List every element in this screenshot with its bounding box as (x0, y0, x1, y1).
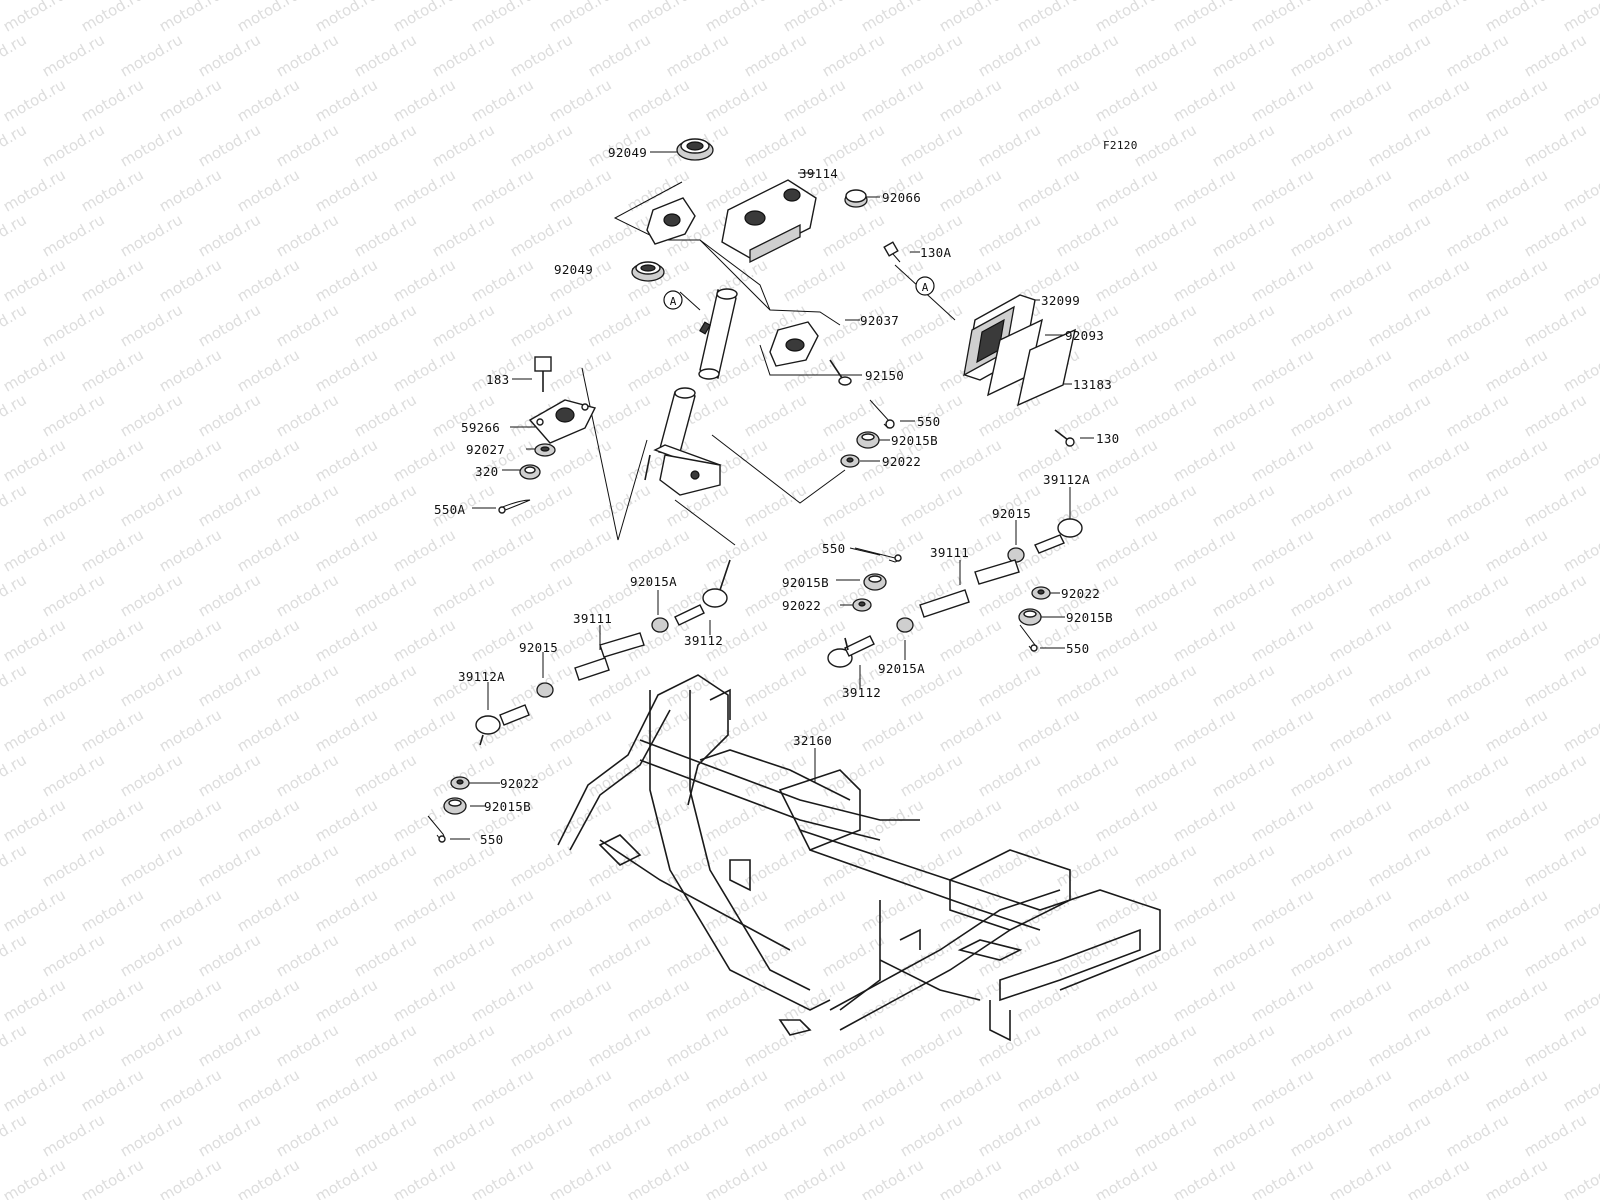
part-label-92015-left: 92015 (519, 640, 559, 655)
bolt-130A (883, 241, 901, 263)
part-label-39111-left: 39111 (573, 611, 613, 626)
group-outline-lines (581, 181, 956, 546)
part-label-92015B-upper: 92015B (891, 433, 938, 448)
nut-92015B-right (1018, 608, 1042, 626)
part-label-32099: 32099 (1041, 293, 1081, 308)
steering-bushing-92049-bottom (631, 261, 665, 282)
bolt-92150 (829, 359, 852, 386)
nut-92015A-right (896, 617, 914, 633)
part-label-92022-bottom: 92022 (500, 776, 540, 791)
part-label-550-upper: 550 (917, 414, 941, 429)
callout-circle-a-left (663, 290, 683, 310)
callout-letter-a-right: A (922, 281, 929, 294)
nut-92015-left (536, 682, 554, 698)
washer-92022-mid (852, 598, 872, 612)
shaft-clamp-92037 (769, 321, 819, 367)
cotter-pin-550-right (1019, 624, 1038, 652)
part-label-13183: 13183 (1073, 377, 1113, 392)
part-label-92150: 92150 (865, 368, 905, 383)
part-label-550-right: 550 (1066, 641, 1090, 656)
part-label-92037: 92037 (860, 313, 900, 328)
part-label-92015A-left: 92015A (630, 574, 677, 589)
part-label-92022-upper: 92022 (882, 454, 922, 469)
handlebar-holder-39114 (721, 179, 817, 264)
tie-rod-end-39112A-left (475, 704, 530, 746)
cap-92066 (844, 189, 868, 208)
part-label-550-mid: 550 (822, 541, 846, 556)
part-label-39112-right: 39112 (842, 685, 882, 700)
washer-92027 (534, 443, 556, 457)
callout-letter-a-left: A (670, 295, 677, 308)
steering-bushing-92049-top (676, 138, 714, 161)
part-label-39112A-left: 39112A (458, 669, 505, 684)
part-label-39112-left: 39112 (684, 633, 724, 648)
bolt-183 (534, 356, 552, 392)
part-label-550-bottom: 550 (480, 832, 504, 847)
part-label-92015-right: 92015 (992, 506, 1032, 521)
part-label-92015B-mid: 92015B (782, 575, 829, 590)
nut-92015A-left (651, 617, 669, 633)
washer-92022-right (1031, 586, 1051, 600)
part-label-39114: 39114 (799, 166, 839, 181)
steering-shaft-holder-lower (646, 197, 696, 245)
cotter-pin-550-mid (854, 547, 902, 563)
cover-13183 (1017, 328, 1076, 407)
tie-rod-end-39112A-right (1034, 518, 1083, 554)
part-label-92015B-bottom: 92015B (484, 799, 531, 814)
figure-id: F2120 (1103, 139, 1138, 152)
part-label-39112A-right: 39112A (1043, 472, 1090, 487)
washer-92022-bottom (450, 776, 470, 790)
nut-92015B-mid (863, 573, 887, 591)
part-label-92049-bottom: 92049 (554, 262, 594, 277)
cotter-pin-550-bottom (427, 815, 446, 843)
part-label-92022-mid: 92022 (782, 598, 822, 613)
tie-rod-39111-right (919, 559, 1020, 618)
nut-92015B-upper (856, 431, 880, 449)
part-label-130: 130 (1096, 431, 1120, 446)
tie-rod-end-39112-right (827, 635, 875, 668)
steering-shaft-upper (698, 288, 738, 380)
frame-32160 (557, 674, 1161, 1042)
tie-rod-end-39112-left (674, 559, 731, 626)
part-label-59266: 59266 (461, 420, 501, 435)
bearing-holder-59266 (528, 399, 597, 444)
part-label-320: 320 (475, 464, 499, 479)
callout-circle-a-right (915, 276, 935, 296)
part-label-39111-right: 39111 (930, 545, 970, 560)
part-label-183: 183 (486, 372, 510, 387)
part-label-92049-top: 92049 (608, 145, 648, 160)
cotter-pin-550-upper (869, 399, 895, 429)
steering-shaft-lower (644, 387, 722, 496)
part-label-92066: 92066 (882, 190, 922, 205)
part-label-92022-right: 92022 (1061, 586, 1101, 601)
part-label-92015B-right: 92015B (1066, 610, 1113, 625)
cotter-pin-550A (498, 499, 531, 514)
washer-92022-upper (840, 454, 860, 468)
part-label-130A: 130A (920, 245, 952, 260)
nut-320 (519, 464, 541, 480)
part-label-32160: 32160 (793, 733, 833, 748)
tie-rod-39111-left (574, 632, 645, 681)
part-label-92015A-right: 92015A (878, 661, 925, 676)
part-label-92027: 92027 (466, 442, 506, 457)
part-label-550A: 550A (434, 502, 466, 517)
part-label-92093: 92093 (1065, 328, 1105, 343)
nut-92015B-bottom (443, 797, 467, 815)
bolt-130 (1054, 429, 1075, 447)
